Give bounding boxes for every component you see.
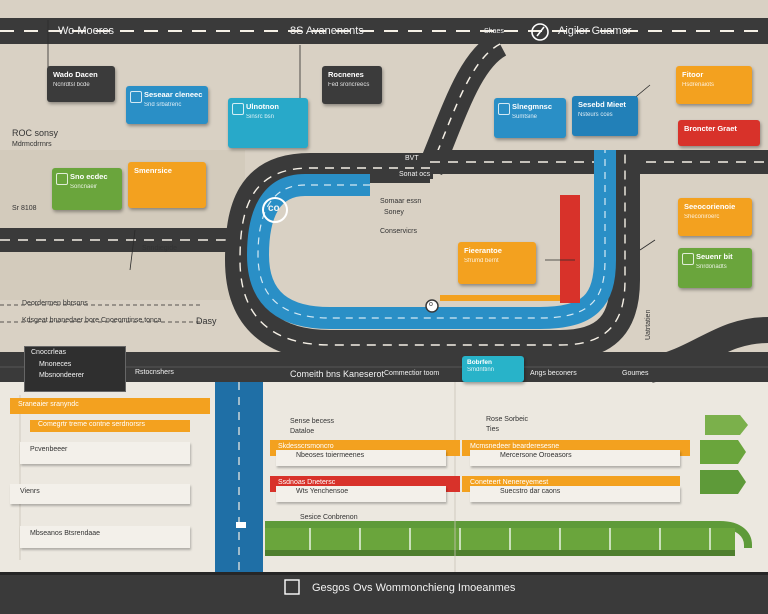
roc-sub: Mdrmcdrrnrs: [12, 141, 52, 148]
plate-5: Mercersone Oroeasors: [470, 450, 680, 466]
card-title: Ulnotnon: [246, 102, 279, 111]
card-sub: Smdnttinn: [467, 367, 495, 373]
plate-1: Pcvenbeeer: [20, 442, 190, 464]
card-sub: Fed sroncreecs: [328, 82, 370, 88]
dasy-label: Dasy: [196, 316, 217, 326]
pin-label: o: [429, 301, 433, 308]
card-title: Broncter Graet: [684, 124, 737, 133]
card-title: Wado Dacen: [53, 70, 98, 79]
plate-3: Mbseanos Btsrendaae: [20, 526, 190, 548]
tag-icon: [56, 173, 68, 185]
mid-block-line1: Mnoneces: [39, 361, 72, 368]
card-red-right[interactable]: Broncter Graet: [678, 120, 760, 146]
card-orange-top-right[interactable]: Fitoor Hsdrenaiots: [676, 66, 752, 104]
plate-6: Wts Yenchensoe: [276, 486, 446, 502]
chart-icon: [130, 91, 142, 103]
schedule-label: Snndiegide: [142, 245, 178, 252]
card-title: Fitoor: [682, 70, 704, 79]
list-icon: [682, 253, 694, 265]
card-sub: Sumtsine: [512, 114, 538, 120]
ties-label: Ties: [486, 426, 499, 433]
mid-right-text: Commectior toom: [384, 370, 440, 377]
card-sub: Snd srbatrenc: [144, 102, 182, 108]
card-title: Slnegmnsc: [512, 102, 553, 111]
card-title: Rocnenes: [328, 70, 364, 79]
footer-text: Gesgos Ovs Wommonchieng Imoeanmes: [312, 582, 516, 594]
compass-icon: [531, 23, 549, 41]
bvt-sign: BVT: [402, 154, 422, 163]
card-blue-top-2[interactable]: Ulnotnon Sinsrc bsn: [228, 98, 308, 148]
loop-number: co: [268, 203, 280, 214]
sr-label: Sr 8108: [12, 205, 37, 212]
dataloe-label: Dataloe: [290, 428, 315, 435]
dashed-label-1: Deordermen bbrsons: [22, 300, 88, 307]
sonar-label-2: Soney: [384, 209, 404, 216]
sesice-label: Sesice Conbrenon: [300, 514, 358, 521]
card-title: Seseaar cleneec: [144, 90, 203, 99]
mid-right-text-2: Angs beconers: [530, 370, 577, 377]
red-track: [560, 195, 580, 303]
card-orange-right[interactable]: Seeocorienoie Sheconiroerc: [678, 198, 752, 236]
card-title: Smenrsice: [134, 166, 172, 175]
roc-title: ROC sonsy: [12, 128, 59, 138]
card-teal-mid[interactable]: Bobrfen Smdnttinn: [462, 356, 524, 382]
card-dark-top-left[interactable]: Wado Dacen Ncnrdtsl bcde: [47, 66, 115, 102]
conserbe-label: Conservicrs: [380, 228, 417, 235]
card-dark-top-center[interactable]: Rocnenes Fed sroncreecs: [322, 66, 382, 104]
mid-center-text: Comeith bns Kaneserot: [290, 369, 385, 379]
footer-band: [0, 572, 768, 614]
card-blue-right-1[interactable]: Slnegmnsc Sumtsine: [494, 98, 566, 138]
footer-box-icon: [284, 579, 300, 595]
card-orange-left[interactable]: Smenrsice: [128, 162, 206, 208]
sonar-label-1: Somaar essn: [380, 198, 422, 205]
card-title: Fieerantoe: [464, 246, 502, 255]
people-icon: [232, 103, 244, 115]
plate-7: Suecstro dar caons: [470, 486, 680, 502]
serise-label: Sense becess: [290, 418, 334, 425]
ribbon-1: Sraneaier sranyndc: [10, 398, 210, 414]
plate-2: Vienrs: [10, 484, 190, 504]
mid-block-line2: Mbsnondeerer: [39, 372, 85, 379]
mid-left-text: Rstocnshers: [135, 369, 174, 376]
card-blue-top-1[interactable]: Seseaar cleneec Snd srbatrenc: [126, 86, 208, 124]
card-title: Seuenr bit: [696, 252, 733, 261]
card-sub: Ncnrdtsl bcde: [53, 82, 90, 88]
ribbon-2: Comegrtr treme contne serdnorsrs: [30, 420, 190, 432]
card-title: Sno ecdec: [70, 172, 108, 181]
card-sub: Hsdrenaiots: [682, 82, 715, 88]
card-green-right[interactable]: Seuenr bit Snrdonadts: [678, 248, 752, 288]
header-right-title: Aigiler Guamor: [558, 25, 632, 37]
header-center-title: 8S Avanenents: [290, 25, 364, 37]
vertical-label: Uatrtatien: [645, 309, 652, 340]
card-sub: Sfrumd bernt: [464, 258, 499, 264]
plate-4: Nbeoses toiermeenes: [276, 450, 446, 466]
card-orange-center[interactable]: Fieerantoe Sfrumd bernt: [458, 242, 536, 284]
dashed-label-2: Kdsgeat bnanedaer bore Cnoeomtinse tonca: [22, 317, 162, 324]
header-right-small: Shaes: [484, 28, 504, 35]
road-sign: Sonat ocs: [396, 170, 434, 179]
mid-far-right-text: Goumes: [622, 370, 649, 377]
card-sub: Snrdonadts: [696, 264, 727, 270]
rose-label: Rose Sorbeic: [486, 416, 529, 423]
card-sub: Sinsrc bsn: [246, 114, 275, 120]
card-blue-right-2[interactable]: Sesebd Mieet Nsteurs cces: [572, 96, 638, 136]
card-title: Sesebd Mieet: [578, 100, 626, 109]
mid-block-title: Cnoccrleas: [31, 349, 67, 356]
card-sub: Nsteurs cces: [578, 112, 613, 118]
header-left-title: Wo Moeres: [58, 25, 115, 37]
card-sub: Sheconiroerc: [684, 214, 720, 220]
document-icon: [498, 103, 510, 115]
card-title: Bobrfen: [467, 359, 492, 366]
card-sub: Soncnaeir: [70, 184, 98, 190]
middle-info-block: Cnoccrleas Mnoneces Mbsnondeerer: [24, 346, 126, 392]
card-title: Seeocorienoie: [684, 202, 736, 211]
green-progress-bar: [265, 528, 735, 550]
card-green-left[interactable]: Sno ecdec Soncnaeir: [52, 168, 122, 210]
